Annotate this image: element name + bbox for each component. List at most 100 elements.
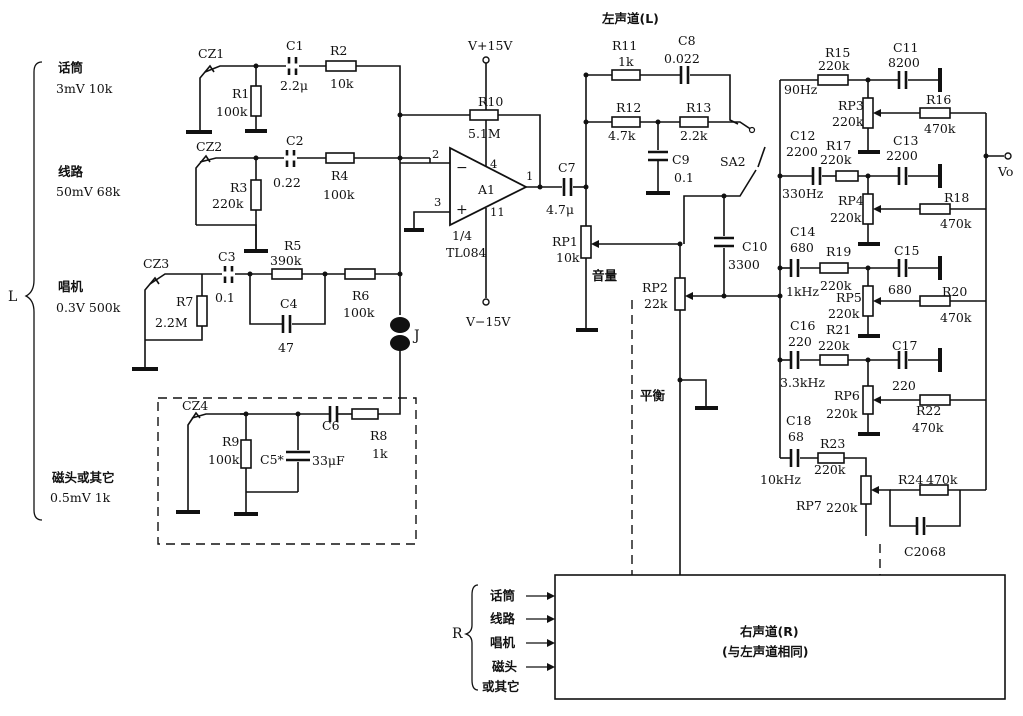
r24-value: 470k <box>926 472 958 487</box>
r5-value: 390k <box>270 253 302 268</box>
opamp-pin-vplus: 4 <box>490 157 497 171</box>
right-input-line: 线路 <box>490 611 516 626</box>
rp1-name: RP1 <box>552 234 578 249</box>
c3-value: 0.1 <box>215 290 235 305</box>
opamp-pin-inv: 2 <box>432 147 439 161</box>
freq-90hz: 90Hz <box>784 82 818 97</box>
c20-value: 68 <box>930 544 946 559</box>
cz2-network: CZ2 C2 0.22 R4 100k R3 220k <box>195 133 430 253</box>
c15-value: 680 <box>888 282 912 297</box>
rp7-value: 220k <box>826 500 858 515</box>
c4-value: 47 <box>278 340 294 355</box>
r22-name: R22 <box>916 403 941 418</box>
freq-10khz: 10kHz <box>760 472 801 487</box>
c8-name: C8 <box>678 33 696 48</box>
c20-name: C20 <box>904 544 930 559</box>
r7-name: R7 <box>176 294 193 309</box>
r4-value: 100k <box>323 187 355 202</box>
r13-value: 2.2k <box>680 128 708 143</box>
r3-name: R3 <box>230 180 247 195</box>
rp7-name: RP7 <box>796 498 822 513</box>
c12-name: C12 <box>790 128 815 143</box>
r21-value: 220k <box>818 338 850 353</box>
c6-value: 33μF <box>312 453 345 468</box>
c6-name: C6 <box>322 418 340 433</box>
r8-value: 1k <box>372 446 388 461</box>
freq-330hz: 330Hz <box>782 186 824 201</box>
opamp-part: TL084 <box>446 245 487 260</box>
right-input-phono: 唱机 <box>490 635 516 650</box>
r9-name: R9 <box>222 434 239 449</box>
input-phono-spec: 0.3V 500k <box>56 300 121 315</box>
r6-value: 100k <box>343 305 375 320</box>
r22-value: 470k <box>912 420 944 435</box>
cz1-network: CZ1 C1 2.2μ R2 10k R1 100k <box>186 38 401 134</box>
c9-name: C9 <box>672 152 690 167</box>
c14-value: 680 <box>790 240 814 255</box>
c16-name: C16 <box>790 318 816 333</box>
r17-name: R17 <box>826 138 851 153</box>
r21-name: R21 <box>826 322 851 337</box>
c4-name: C4 <box>280 296 298 311</box>
c8-value: 0.022 <box>664 51 700 66</box>
r2-name: R2 <box>330 43 347 58</box>
r20-value: 470k <box>940 310 972 325</box>
channel-left-letter: L <box>8 289 17 305</box>
r19-name: R19 <box>826 244 851 259</box>
r12-name: R12 <box>616 100 641 115</box>
summing-bus: J <box>390 112 420 400</box>
opamp-name: A1 <box>477 182 495 197</box>
output-label: Vo <box>997 164 1013 179</box>
input-tape-spec: 0.5mV 1k <box>50 490 111 505</box>
c10-name: C10 <box>742 239 768 254</box>
opamp-type: 1/4 <box>452 228 472 243</box>
freq-3-3khz: 3.3kHz <box>780 375 825 390</box>
left-channel-title: 左声道(L) <box>601 11 659 26</box>
c1-name: C1 <box>286 38 304 53</box>
r1-value: 100k <box>216 104 248 119</box>
volume-label: 音量 <box>592 268 618 283</box>
r16-value: 470k <box>924 121 956 136</box>
cz3-label: CZ3 <box>143 256 169 271</box>
c2-name: C2 <box>286 133 304 148</box>
r19-value: 220k <box>820 278 852 293</box>
r20-name: R20 <box>942 284 967 299</box>
r12-value: 4.7k <box>608 128 636 143</box>
rp4-name: RP4 <box>838 193 864 208</box>
c7-name: C7 <box>558 160 576 175</box>
c5-name: C5* <box>260 452 285 467</box>
sa2-name: SA2 <box>720 154 746 169</box>
right-input-other: 或其它 <box>482 679 520 694</box>
c10-value: 3300 <box>728 257 760 272</box>
input-mic-name: 话筒 <box>58 60 83 75</box>
r15-value: 220k <box>818 58 850 73</box>
rp1-value: 10k <box>556 250 580 265</box>
opamp-a1: − + A1 2 3 1 4 11 V+15V V−15V 1/4 TL084 … <box>400 38 541 329</box>
right-channel: 右声道(R) (与左声道相同) R 话筒 线路 唱机 磁头 或其它 <box>452 574 1006 700</box>
input-phono-name: 唱机 <box>58 279 84 294</box>
r15-name: R15 <box>825 45 850 60</box>
r23-value: 220k <box>814 462 846 477</box>
right-input-mic: 话筒 <box>490 588 515 603</box>
r10-name: R10 <box>478 94 503 109</box>
input-mic-spec: 3mV 10k <box>56 81 113 96</box>
c16-value: 220 <box>788 334 812 349</box>
r23-name: R23 <box>820 436 845 451</box>
cz2-label: CZ2 <box>196 139 222 154</box>
c13-name: C13 <box>893 133 919 148</box>
r6-name: R6 <box>352 288 369 303</box>
opamp-pin-vminus: 11 <box>490 205 505 219</box>
c18-value: 68 <box>788 429 804 444</box>
r17-value: 220k <box>820 152 852 167</box>
r11-value: 1k <box>618 54 634 69</box>
right-input-tape: 磁头 <box>491 659 518 674</box>
r2-value: 10k <box>330 76 354 91</box>
supply-vminus: V−15V <box>465 314 511 329</box>
c18-name: C18 <box>786 413 812 428</box>
rp6-name: RP6 <box>834 388 860 403</box>
right-channel-title: 右声道(R) <box>739 624 799 639</box>
left-channel-brace: L <box>8 61 43 521</box>
r18-name: R18 <box>944 190 969 205</box>
svg-text:−: − <box>456 160 468 176</box>
c11-value: 8200 <box>888 55 920 70</box>
